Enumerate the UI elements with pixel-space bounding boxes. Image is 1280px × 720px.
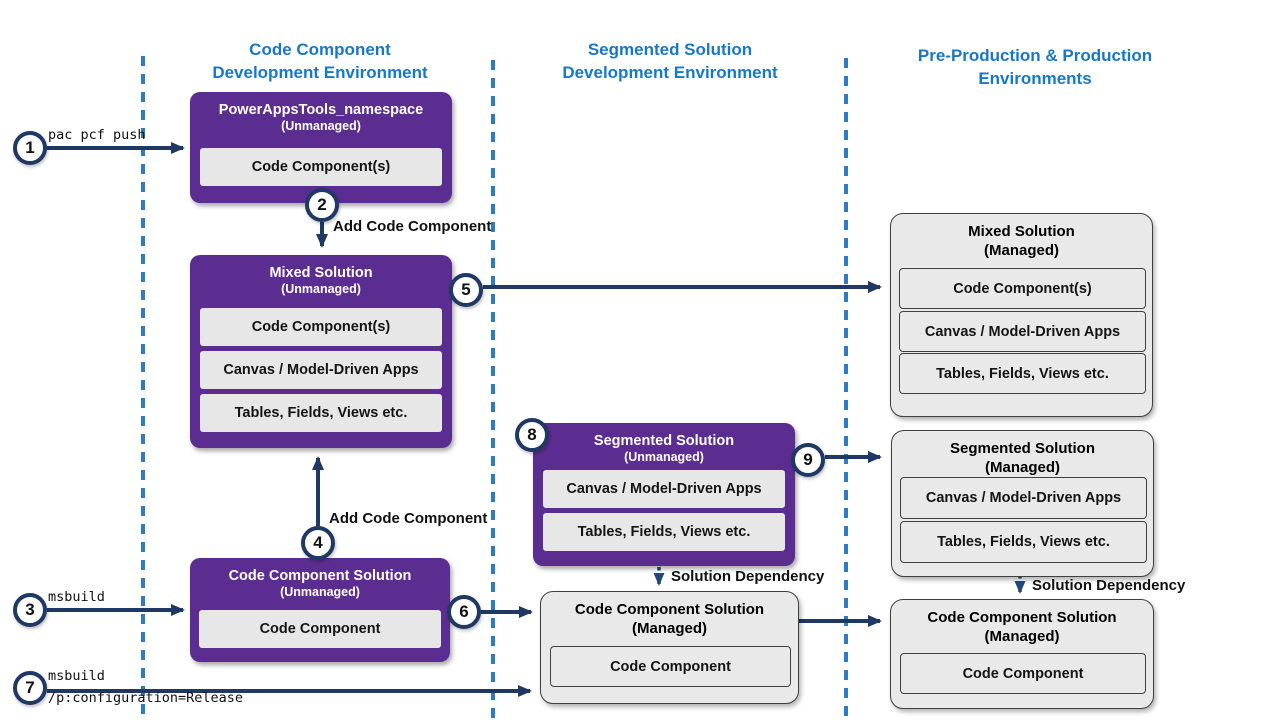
box-title: Segmented Solution [949, 440, 1095, 457]
item-tables-fields-views: Tables, Fields, Views etc. [543, 513, 785, 551]
item-code-component: Code Component [199, 610, 441, 648]
item-canvas-model-driven-apps: Canvas / Model-Driven Apps [899, 311, 1146, 352]
box-segmented-solution-unmanaged: Segmented Solution (Unmanaged) Canvas / … [533, 423, 795, 566]
box-title: Segmented Solution [593, 433, 735, 449]
label-add-code-component-bottom: Add Code Component [329, 510, 488, 527]
item-tables-fields-views: Tables, Fields, Views etc. [899, 353, 1146, 394]
box-state: (Managed) [984, 242, 1059, 259]
step-circle-2: 2 [305, 188, 339, 222]
box-state: (Unmanaged) [281, 119, 361, 133]
box-mixed-solution-unmanaged: Mixed Solution (Unmanaged) Code Componen… [190, 255, 452, 448]
step-circle-6: 6 [447, 595, 481, 629]
box-state: (Unmanaged) [280, 585, 360, 599]
item-tables-fields-views: Tables, Fields, Views etc. [900, 521, 1147, 563]
label-add-code-component-top: Add Code Component [333, 218, 492, 235]
column-separator-middle [491, 60, 495, 720]
box-code-component-solution-managed-prod: Code Component Solution (Managed) Code C… [890, 599, 1154, 709]
item-canvas-model-driven-apps: Canvas / Model-Driven Apps [900, 477, 1147, 519]
box-title: Code Component Solution [927, 609, 1117, 626]
box-code-component-solution-unmanaged: Code Component Solution (Unmanaged) Code… [190, 558, 450, 662]
box-state: (Unmanaged) [624, 450, 704, 464]
box-title: Mixed Solution [968, 223, 1075, 240]
box-title: Mixed Solution [269, 265, 373, 281]
box-state: (Managed) [985, 459, 1060, 476]
item-code-components: Code Component(s) [200, 308, 442, 346]
item-canvas-model-driven-apps: Canvas / Model-Driven Apps [200, 351, 442, 389]
column-separator-right [844, 58, 848, 720]
label-solution-dependency-prod: Solution Dependency [1032, 577, 1186, 594]
item-canvas-model-driven-apps: Canvas / Model-Driven Apps [543, 470, 785, 508]
header-preprod-prod-env: Pre-Production & Production Environments [917, 46, 1153, 88]
header-code-component-dev-env: Code Component Development Environment [212, 40, 428, 82]
step-circle-5: 5 [449, 273, 483, 307]
header-segmented-solution-dev-env: Segmented Solution Development Environme… [562, 40, 778, 82]
box-mixed-solution-managed: Mixed Solution (Managed) Code Component(… [890, 213, 1153, 417]
step-circle-7: 7 [13, 671, 47, 705]
step-circle-3: 3 [13, 593, 47, 627]
step-circle-4: 4 [301, 526, 335, 560]
box-title: Code Component Solution [228, 568, 412, 584]
box-code-component-solution-managed-dev: Code Component Solution (Managed) Code C… [540, 591, 799, 704]
step-circle-1: 1 [13, 131, 47, 165]
label-solution-dependency-dev: Solution Dependency [671, 568, 825, 585]
item-tables-fields-views: Tables, Fields, Views etc. [200, 394, 442, 432]
box-state: (Unmanaged) [281, 282, 361, 296]
label-msbuild-configuration-release: /p:configuration=Release [48, 690, 244, 706]
box-title: Code Component Solution [574, 601, 765, 618]
item-code-component: Code Component [550, 646, 791, 687]
item-code-components: Code Component(s) [200, 148, 442, 186]
box-segmented-solution-managed: Segmented Solution (Managed) Canvas / Mo… [891, 430, 1154, 577]
label-msbuild-2: msbuild [48, 668, 105, 684]
box-title: PowerAppsTools_namespace [218, 102, 424, 118]
box-state: (Managed) [984, 628, 1060, 645]
box-powerappstools-namespace: PowerAppsTools_namespace (Unmanaged) Cod… [190, 92, 452, 203]
label-msbuild: msbuild [48, 589, 105, 605]
item-code-components: Code Component(s) [899, 268, 1146, 309]
label-pac-pcf-push: pac pcf push [48, 127, 146, 143]
box-state: (Managed) [632, 620, 707, 637]
step-circle-8: 8 [515, 418, 549, 452]
column-separator-left [141, 56, 145, 720]
item-code-component: Code Component [900, 653, 1146, 694]
step-circle-9: 9 [791, 443, 825, 477]
